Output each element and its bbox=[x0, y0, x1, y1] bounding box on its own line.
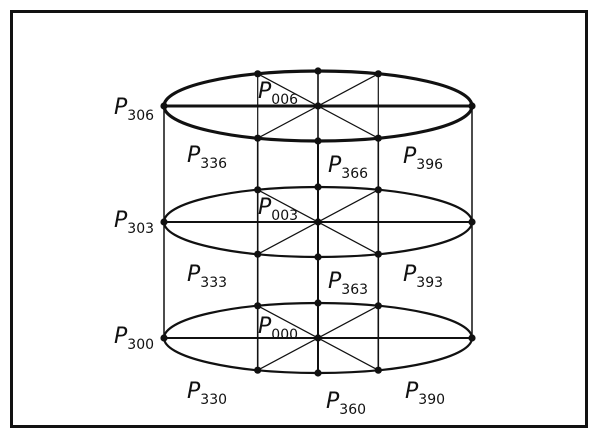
label-p330: P330 bbox=[187, 379, 227, 408]
middle-back-node bbox=[314, 183, 322, 191]
label-p003: P003 bbox=[258, 195, 298, 224]
middle-left-node bbox=[160, 218, 168, 226]
bottom-front-node bbox=[314, 369, 322, 377]
bottom-back-right-node bbox=[374, 302, 382, 310]
grid-nodes bbox=[160, 67, 476, 377]
label-p393: P393 bbox=[403, 262, 443, 291]
top-back-left-node bbox=[254, 70, 262, 78]
label-p366: P366 bbox=[328, 153, 368, 182]
bottom-front-right-node bbox=[374, 366, 382, 374]
middle-front-node bbox=[314, 253, 322, 261]
label-p006: P006 bbox=[258, 79, 298, 108]
bottom-right-node bbox=[468, 334, 476, 342]
middle-center-node bbox=[314, 218, 322, 226]
top-front-right-node bbox=[374, 134, 382, 142]
top-center-node bbox=[314, 102, 322, 110]
middle-back-right-node bbox=[374, 186, 382, 194]
middle-front-right-node bbox=[374, 250, 382, 258]
bottom-back-left-node bbox=[254, 302, 262, 310]
label-p363: P363 bbox=[328, 269, 368, 298]
top-back-right-node bbox=[374, 70, 382, 78]
diagram-frame bbox=[10, 10, 588, 428]
label-p300: P300 bbox=[114, 324, 154, 353]
bottom-left-node bbox=[160, 334, 168, 342]
label-p360: P360 bbox=[326, 389, 366, 418]
label-p333: P333 bbox=[187, 262, 227, 291]
label-p000: P000 bbox=[258, 314, 298, 343]
label-p390: P390 bbox=[405, 379, 445, 408]
top-right-node bbox=[468, 102, 476, 110]
label-p306: P306 bbox=[114, 95, 154, 124]
middle-right-node bbox=[468, 218, 476, 226]
top-left-node bbox=[160, 102, 168, 110]
top-front-left-node bbox=[254, 134, 262, 142]
middle-back-left-node bbox=[254, 186, 262, 194]
bottom-center-node bbox=[314, 334, 322, 342]
label-p396: P396 bbox=[403, 144, 443, 173]
label-p303: P303 bbox=[114, 208, 154, 237]
middle-front-left-node bbox=[254, 250, 262, 258]
bottom-back-node bbox=[314, 299, 322, 307]
label-p336: P336 bbox=[187, 143, 227, 172]
top-front-node bbox=[314, 137, 322, 145]
top-back-node bbox=[314, 67, 322, 75]
bottom-front-left-node bbox=[254, 366, 262, 374]
